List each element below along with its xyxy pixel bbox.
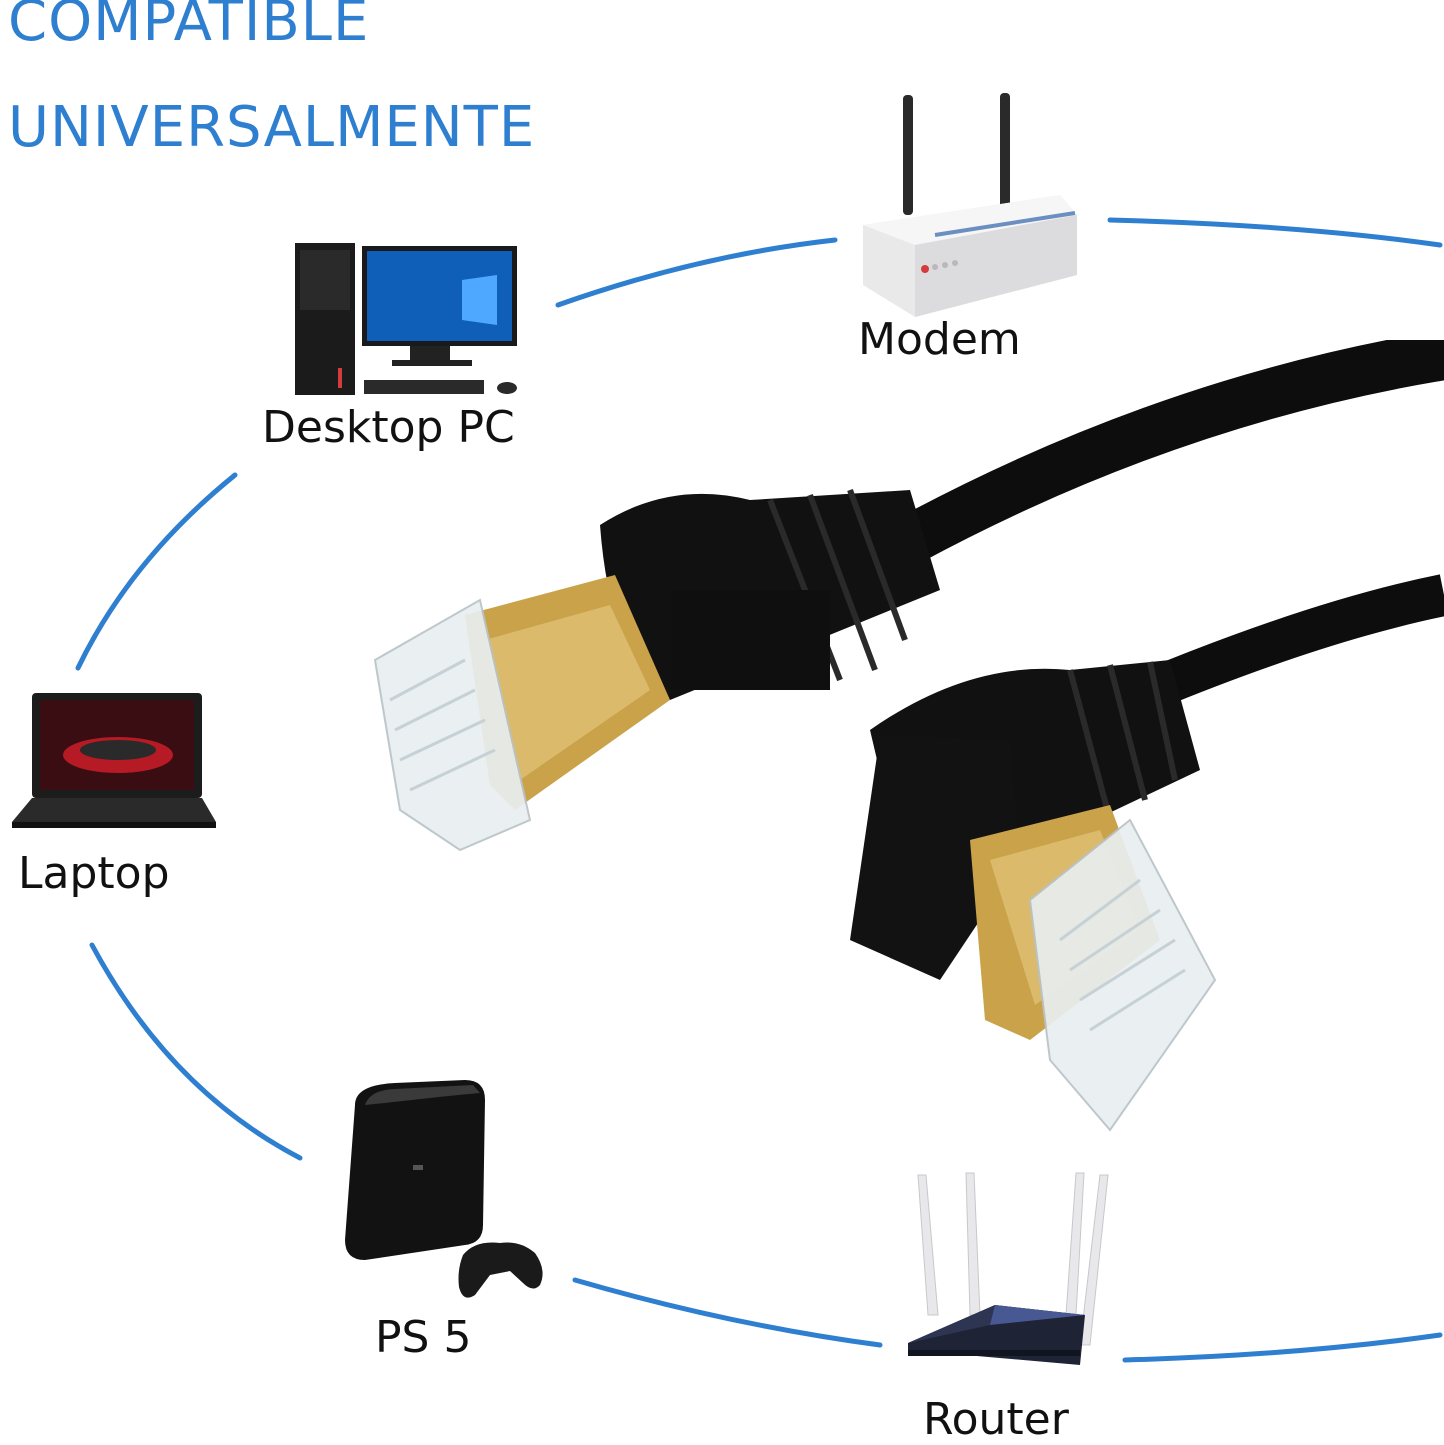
arc-desktop-laptop <box>75 472 238 671</box>
modem-label: Modem <box>858 314 1021 365</box>
ps5-console-icon <box>345 1080 543 1298</box>
arc-ps5-router <box>572 1277 883 1348</box>
router-label: Router <box>923 1394 1069 1445</box>
ps5-label: PS 5 <box>375 1312 472 1363</box>
desktop-pc-icon <box>295 243 517 395</box>
laptop-icon <box>12 693 216 828</box>
headline-line-2: UNIVERSALMENTE <box>8 95 536 160</box>
headline-line-1: COMPATIBLE <box>8 0 370 54</box>
desktop-pc-label: Desktop PC <box>262 402 515 453</box>
laptop-label: Laptop <box>18 848 170 899</box>
ethernet-cable-image <box>373 340 1444 1132</box>
arc-modem-right <box>1107 217 1443 248</box>
router-icon <box>908 1172 1109 1365</box>
modem-icon <box>863 93 1077 317</box>
arc-router-right <box>1122 1332 1443 1363</box>
arc-laptop-ps5 <box>89 942 303 1161</box>
arc-desktop-modem <box>555 237 838 308</box>
